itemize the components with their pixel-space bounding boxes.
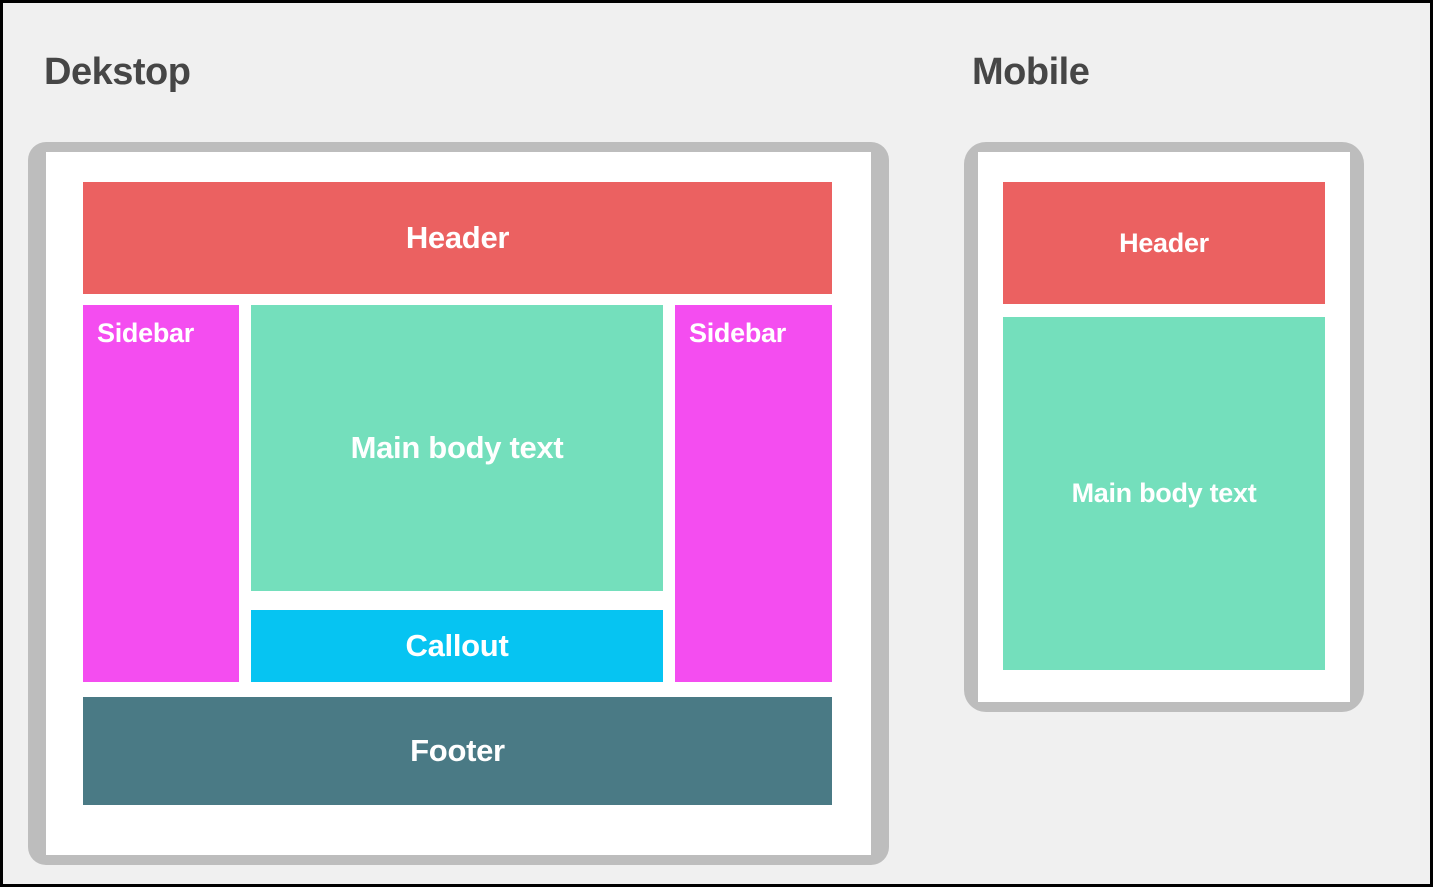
desktop-layout-stack: Header Sidebar Main body text Callout (83, 182, 832, 823)
mobile-device-frame: Header Main body text (964, 142, 1364, 712)
desktop-callout-label: Callout (405, 627, 509, 663)
mobile-main-body-label: Main body text (1071, 478, 1257, 509)
mobile-screen: Header Main body text (978, 152, 1350, 702)
mobile-header-block[interactable]: Header (1003, 182, 1325, 304)
desktop-center-column: Main body text Callout (251, 305, 663, 682)
mobile-header-label: Header (1119, 227, 1209, 258)
desktop-main-body-label: Main body text (350, 429, 564, 465)
desktop-sidebar-left-block[interactable]: Sidebar (83, 305, 239, 682)
desktop-sidebar-left-label: Sidebar (97, 318, 194, 348)
desktop-main-body-block[interactable]: Main body text (251, 305, 663, 591)
mobile-main-body-block[interactable]: Main body text (1003, 317, 1325, 670)
desktop-content-row: Sidebar Main body text Callout Sidebar (83, 305, 832, 682)
desktop-header-label: Header (405, 219, 510, 255)
desktop-callout-block[interactable]: Callout (251, 610, 663, 682)
desktop-sidebar-right-block[interactable]: Sidebar (675, 305, 832, 682)
desktop-device-frame: Header Sidebar Main body text Callout (28, 142, 889, 865)
desktop-header-block[interactable]: Header (83, 182, 832, 294)
desktop-footer-block[interactable]: Footer (83, 697, 832, 805)
desktop-section-title: Dekstop (44, 51, 191, 93)
desktop-footer-label: Footer (410, 732, 505, 768)
desktop-screen: Header Sidebar Main body text Callout (46, 152, 871, 855)
mobile-layout-stack: Header Main body text (1003, 182, 1325, 670)
desktop-sidebar-right-label: Sidebar (689, 318, 786, 348)
mobile-section-title: Mobile (972, 51, 1090, 93)
